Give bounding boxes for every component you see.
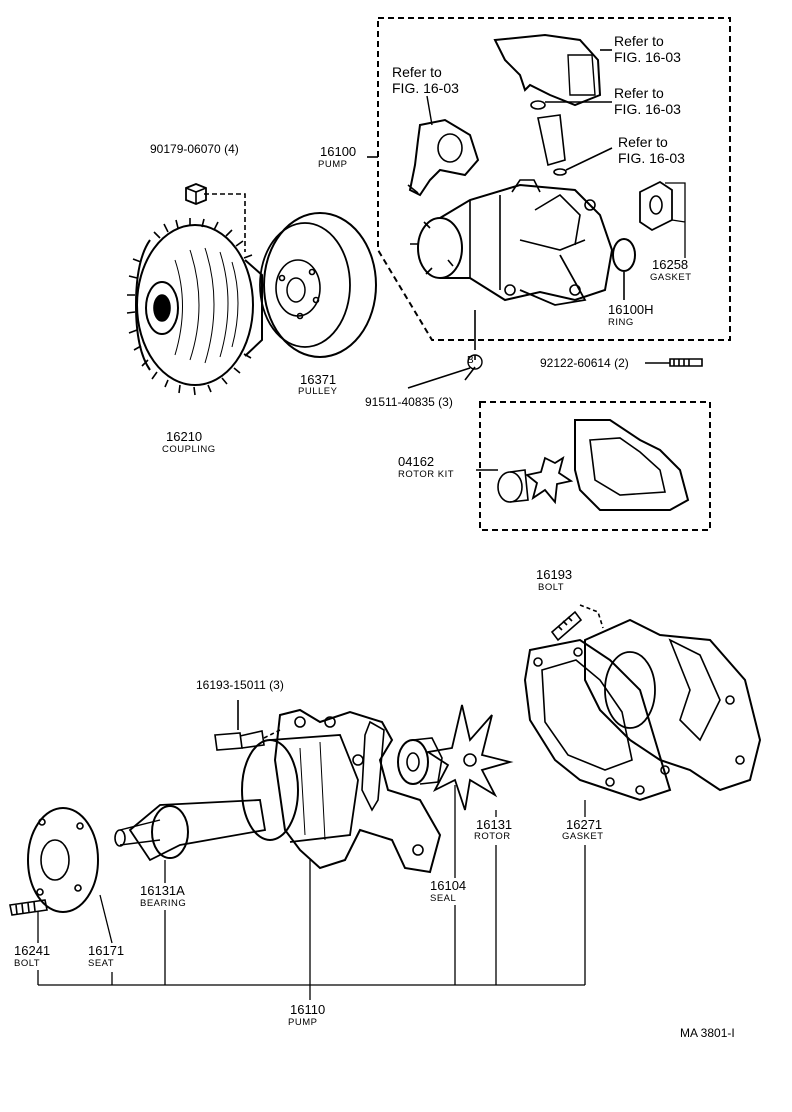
- part-16100-number: 16100: [320, 144, 357, 159]
- bolt-90179-drawing: [185, 183, 246, 252]
- pump-assembly-drawing: [410, 179, 614, 306]
- part-92122: 92122-60614 (2): [540, 356, 629, 370]
- lower-pump-body-drawing: [241, 708, 442, 874]
- part-16171-number: 16171: [88, 943, 125, 958]
- part-16258-number: 16258: [652, 257, 689, 272]
- housing-drawing: [584, 618, 762, 792]
- pump-assembly-dashed-box: [377, 17, 731, 341]
- circle-b-label: B: [467, 355, 474, 366]
- part-16131a-number: 16131A: [140, 883, 185, 898]
- part-16271-number: 16271: [566, 817, 603, 832]
- part-16193-number: 16193: [536, 567, 573, 582]
- coupling-drawing: [126, 218, 263, 396]
- part-16271-caption: GASKET: [562, 831, 604, 842]
- part-16193-15011: 16193-15011 (3): [196, 678, 284, 692]
- part-16100-caption: PUMP: [318, 159, 348, 170]
- part-04162-number: 04162: [398, 454, 435, 469]
- part-16100h-number: 16100H: [608, 302, 654, 317]
- refer-label-2b: FIG. 16-03: [614, 101, 681, 117]
- refer-label-2a: Refer to: [614, 85, 664, 101]
- bolt-16193-15011-drawing: [214, 700, 281, 751]
- pulley-drawing: [259, 212, 377, 358]
- bearing-shaft-drawing: [114, 799, 267, 862]
- part-90179: 90179-06070 (4): [150, 142, 239, 156]
- inlet-pipe-drawing: [493, 33, 613, 176]
- part-16104-caption: SEAL: [430, 893, 457, 904]
- refer-label-1b: FIG. 16-03: [614, 49, 681, 65]
- figure-code: MA 3801-I: [680, 1026, 735, 1040]
- ring-16100h-drawing: [612, 238, 636, 300]
- part-16131-number: 16131: [476, 817, 513, 832]
- rotor-kit-drawing: [476, 419, 690, 511]
- part-16241-number: 16241: [14, 943, 51, 958]
- gasket-16258-drawing: [639, 180, 686, 258]
- housing-flange-drawing: [407, 95, 480, 197]
- part-16241-caption: BOLT: [14, 958, 41, 969]
- rotor-drawing: [425, 704, 514, 811]
- part-16371-caption: PULLEY: [298, 386, 338, 397]
- part-16131-caption: ROTOR: [474, 831, 511, 842]
- part-16210-caption: COUPLING: [162, 444, 216, 455]
- part-91511: 91511-40835 (3): [365, 395, 453, 409]
- bolt-16193-drawing: [550, 604, 604, 642]
- seal-drawing: [397, 737, 443, 785]
- refer-label-4b: FIG. 16-03: [392, 80, 459, 96]
- part-16210-number: 16210: [166, 429, 203, 444]
- part-16258-caption: GASKET: [650, 272, 692, 283]
- refer-label-3a: Refer to: [618, 134, 668, 150]
- refer-label-1a: Refer to: [614, 33, 664, 49]
- refer-label-3b: FIG. 16-03: [618, 150, 685, 166]
- part-16110-caption: PUMP: [288, 1017, 318, 1028]
- stud-92122-drawing: [645, 358, 703, 367]
- part-16371-number: 16371: [300, 372, 337, 387]
- part-16131a-caption: BEARING: [140, 898, 187, 909]
- refer-label-4a: Refer to: [392, 64, 442, 80]
- part-16104-number: 16104: [430, 878, 467, 893]
- callout-lines: [37, 785, 586, 1000]
- part-16100h-caption: RING: [608, 317, 634, 328]
- part-16171-caption: SEAT: [88, 958, 115, 969]
- part-16110-number: 16110: [290, 1002, 326, 1017]
- part-04162-caption: ROTOR KIT: [398, 469, 455, 480]
- stud-16241-drawing: [9, 899, 48, 916]
- seat-drawing: [27, 807, 99, 913]
- part-16193-caption: BOLT: [538, 582, 565, 593]
- rotor-kit-dashed-box: [479, 401, 711, 531]
